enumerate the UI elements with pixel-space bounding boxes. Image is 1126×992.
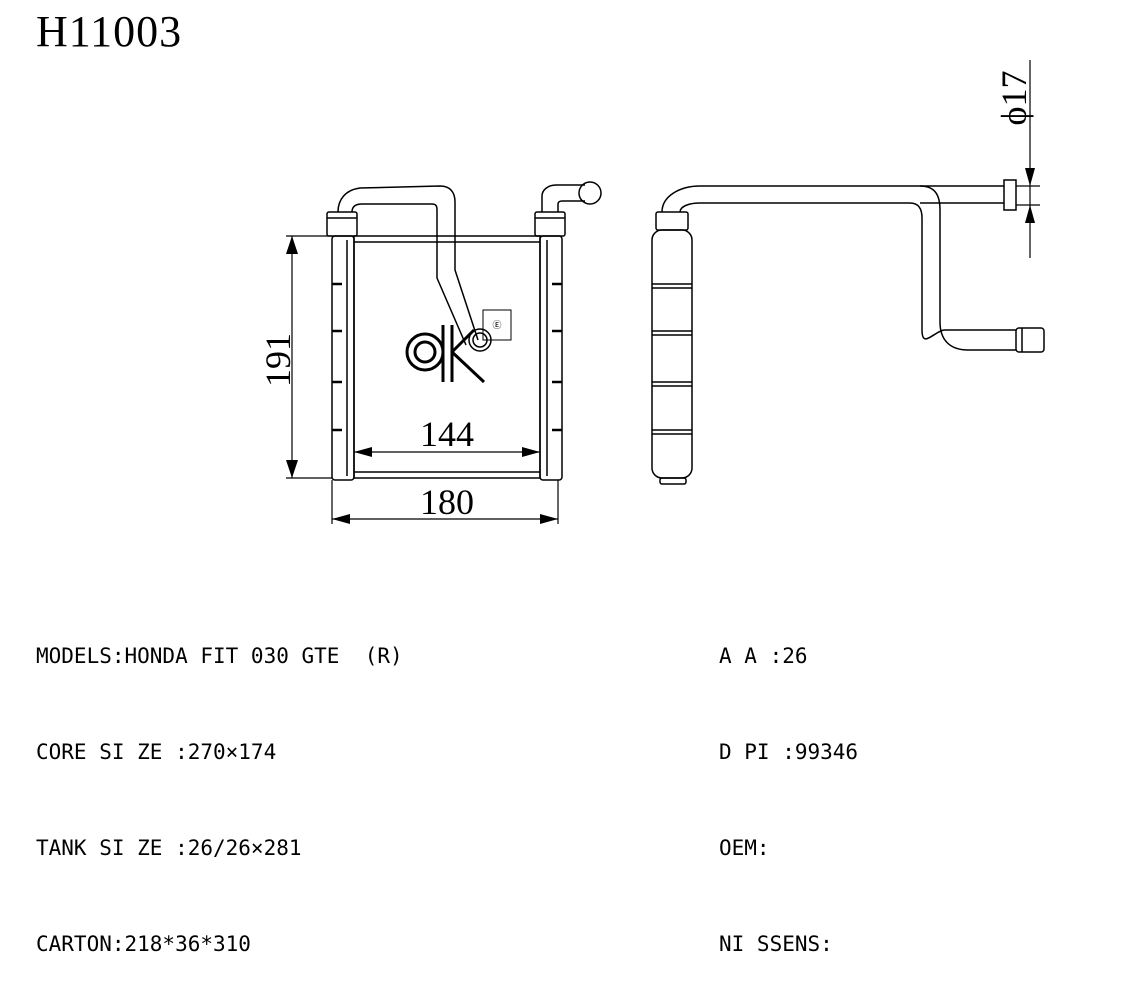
left-tank [331, 235, 355, 481]
spec-list-left: MODELS:HONDA FIT 030 GTE (R) CORE SI ZE … [36, 576, 403, 992]
core-size-line: CORE SI ZE :270×174 [36, 740, 277, 764]
carton-line: CARTON:218*36*310 [36, 932, 251, 956]
page-title: H11003 [36, 7, 183, 56]
technical-drawing: 191 144 180 ϕ17 Ⓔ [258, 60, 1045, 524]
overall-width-dimension-label: 180 [420, 482, 474, 522]
front-view [326, 181, 602, 481]
pipe-diameter-label: ϕ17 [994, 71, 1034, 126]
height-dimension-label: 191 [258, 333, 298, 387]
logo-box [482, 309, 512, 341]
core [353, 235, 541, 479]
logo-ok-mark [405, 325, 486, 384]
models-line: MODELS:HONDA FIT 030 GTE (R) [36, 644, 403, 668]
right-tank [539, 235, 563, 481]
spec-list-right: A A :26 D PI :99346 OEM: NI SSENS: [719, 576, 858, 992]
core-width-dimension-label: 144 [420, 414, 474, 454]
oem-line: OEM: [719, 836, 770, 860]
tank-size-line: TANK SI ZE :26/26×281 [36, 836, 302, 860]
side-tank [651, 229, 693, 479]
nissens-line: NI SSENS: [719, 932, 833, 956]
side-view [651, 179, 1045, 485]
registered-mark: Ⓔ [492, 320, 501, 330]
dimension-lines [286, 60, 1040, 524]
aa-line: A A :26 [719, 644, 808, 668]
dpi-line: D PI :99346 [719, 740, 859, 764]
